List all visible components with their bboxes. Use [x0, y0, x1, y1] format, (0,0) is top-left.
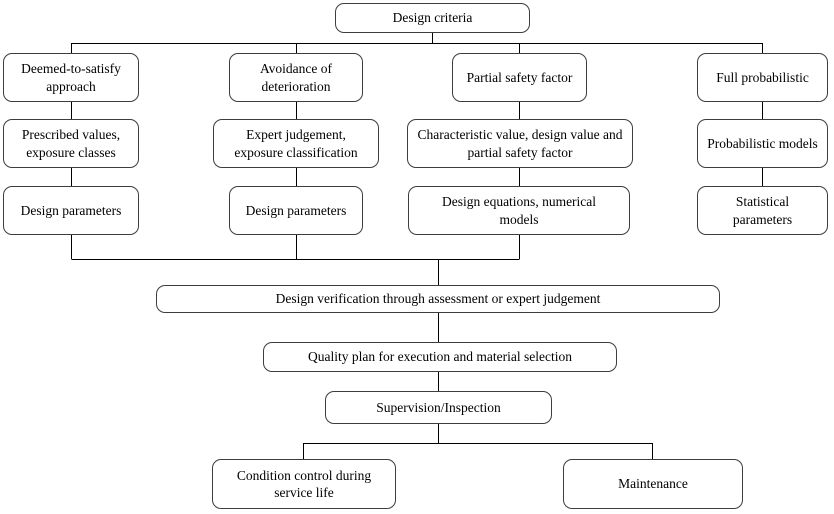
node-avoidance-of-deterioration: Avoidance of deterioration: [229, 53, 363, 102]
node-design-criteria: Design criteria: [335, 3, 530, 33]
node-partial-safety-factor: Partial safety factor: [452, 53, 587, 102]
node-expert-judgement-exposure-classification: Expert judgement, exposure classificatio…: [213, 119, 379, 168]
node-supervision-inspection: Supervision/Inspection: [325, 391, 552, 424]
node-design-verification: Design verification through assessment o…: [156, 285, 720, 313]
node-probabilistic-models: Probabilistic models: [697, 119, 828, 168]
node-maintenance: Maintenance: [563, 459, 743, 509]
node-condition-control-service-life: Condition control during service life: [212, 459, 396, 509]
node-quality-plan: Quality plan for execution and material …: [263, 342, 617, 372]
node-prescribed-values-exposure-classes: Prescribed values, exposure classes: [3, 119, 139, 168]
node-statistical-parameters: Statistical parameters: [697, 186, 828, 235]
node-design-parameters-1: Design parameters: [3, 186, 139, 235]
node-characteristic-value-design-value: Characteristic value, design value and p…: [407, 119, 633, 168]
node-design-parameters-2: Design parameters: [229, 186, 363, 235]
node-full-probabilistic: Full probabilistic: [697, 53, 828, 102]
node-deemed-to-satisfy-approach: Deemed-to-satisfy approach: [3, 53, 139, 102]
node-design-equations-numerical-models: Design equations, numerical models: [408, 186, 630, 235]
